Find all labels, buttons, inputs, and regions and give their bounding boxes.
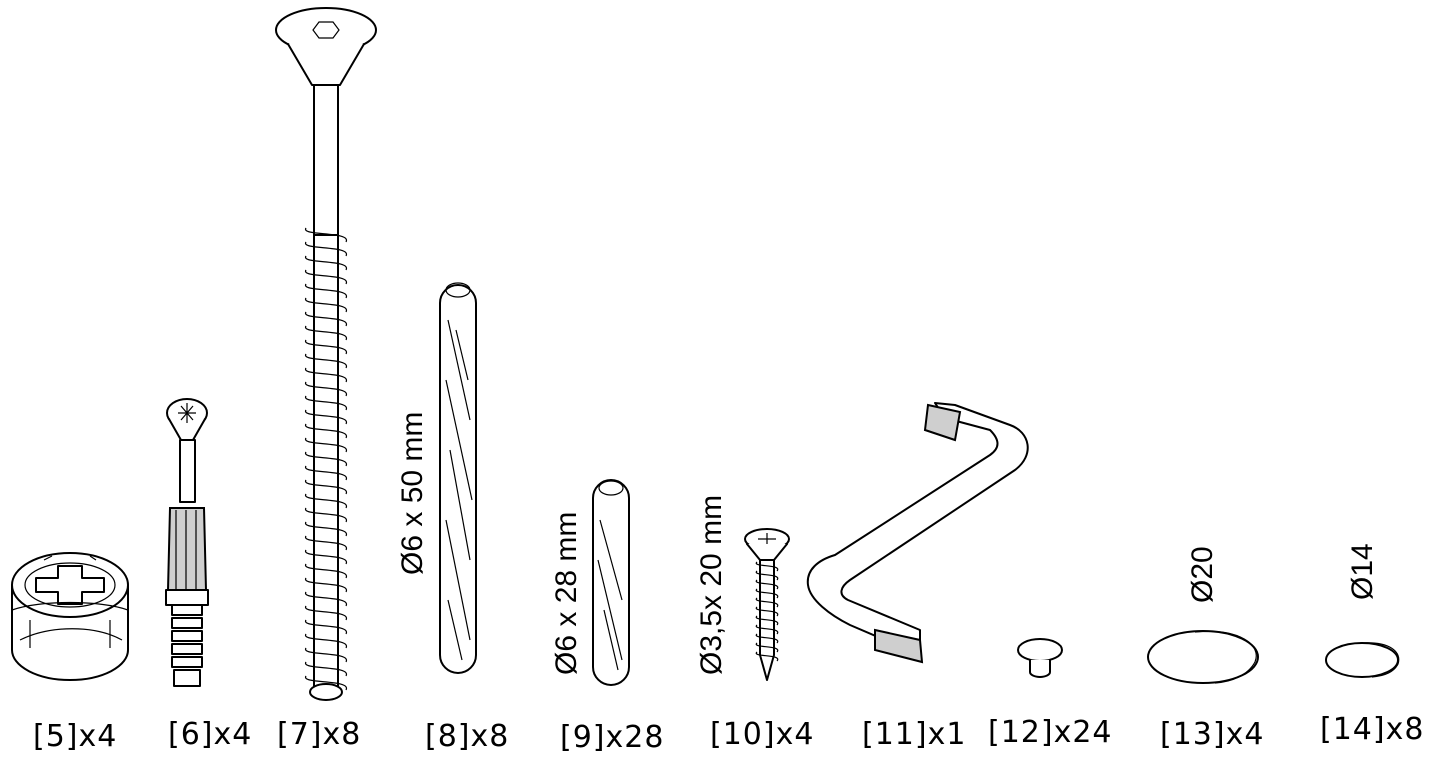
thread-line — [305, 633, 347, 649]
thread-line — [305, 619, 347, 635]
round-sticker-large-icon — [1147, 630, 1259, 684]
thread-line — [755, 579, 779, 590]
thread-line — [305, 437, 347, 453]
wood-screw-icon — [744, 528, 790, 681]
thread-line — [755, 606, 779, 617]
thread-line — [755, 651, 779, 662]
thread-line — [305, 255, 347, 271]
round-sticker-small-icon — [1325, 642, 1400, 678]
thread-line — [305, 465, 347, 481]
thread-line — [305, 311, 347, 327]
thread-line — [305, 647, 347, 663]
thread-line — [305, 591, 347, 607]
dimension-label-10: Ø3,5x 20 mm — [695, 494, 728, 675]
long-dowel-icon — [439, 282, 477, 674]
thread-line — [305, 339, 347, 355]
thread-line — [305, 227, 347, 243]
thread-line — [305, 395, 347, 411]
thread-line — [305, 493, 347, 509]
thread-line — [305, 269, 347, 285]
part-label-14: [14]x8 — [1320, 712, 1425, 747]
thread-line — [305, 325, 347, 341]
thread-line — [305, 451, 347, 467]
thread-line — [305, 549, 347, 565]
long-screw-icon — [275, 7, 377, 701]
dimension-label-8: Ø6 x 50 mm — [396, 411, 429, 575]
thread-line — [305, 423, 347, 439]
dimension-label-14: Ø14 — [1346, 543, 1379, 600]
thread-line — [305, 675, 347, 691]
thread-line — [305, 521, 347, 537]
thread-line — [755, 570, 779, 581]
short-dowel-icon — [592, 479, 630, 686]
thread-line — [755, 561, 779, 572]
thread-line — [305, 367, 347, 383]
cam-bolt-icon — [165, 398, 209, 687]
thread-line — [755, 615, 779, 626]
part-label-6: [6]x4 — [168, 717, 253, 752]
cover-cap-icon — [1017, 638, 1063, 678]
part-label-10: [10]x4 — [710, 717, 815, 752]
thread-line — [305, 577, 347, 593]
thread-line — [305, 507, 347, 523]
thread-line — [305, 605, 347, 621]
cam-lock-nut-icon — [11, 552, 129, 681]
part-label-12: [12]x24 — [988, 715, 1113, 750]
part-label-13: [13]x4 — [1160, 717, 1265, 752]
part-label-8: [8]x8 — [425, 719, 510, 754]
thread-line — [755, 588, 779, 599]
thread-line — [305, 535, 347, 551]
dimension-label-13: Ø20 — [1186, 546, 1219, 603]
thread-line — [755, 597, 779, 608]
thread-line — [305, 563, 347, 579]
thread-line — [305, 479, 347, 495]
thread-line — [755, 633, 779, 644]
thread-line — [305, 661, 347, 677]
thread-line — [305, 409, 347, 425]
part-label-11: [11]x1 — [862, 717, 967, 752]
thread-line — [755, 642, 779, 653]
part-label-9: [9]x28 — [560, 720, 665, 755]
thread-line — [305, 283, 347, 299]
thread-line — [305, 353, 347, 369]
part-label-7: [7]x8 — [277, 717, 362, 752]
part-label-5: [5]x4 — [33, 719, 118, 754]
thread-line — [305, 381, 347, 397]
thread-line — [305, 297, 347, 313]
thread-line — [305, 241, 347, 257]
thread-line — [755, 624, 779, 635]
dimension-label-9: Ø6 x 28 mm — [550, 511, 583, 675]
allen-key-icon — [806, 402, 1029, 664]
